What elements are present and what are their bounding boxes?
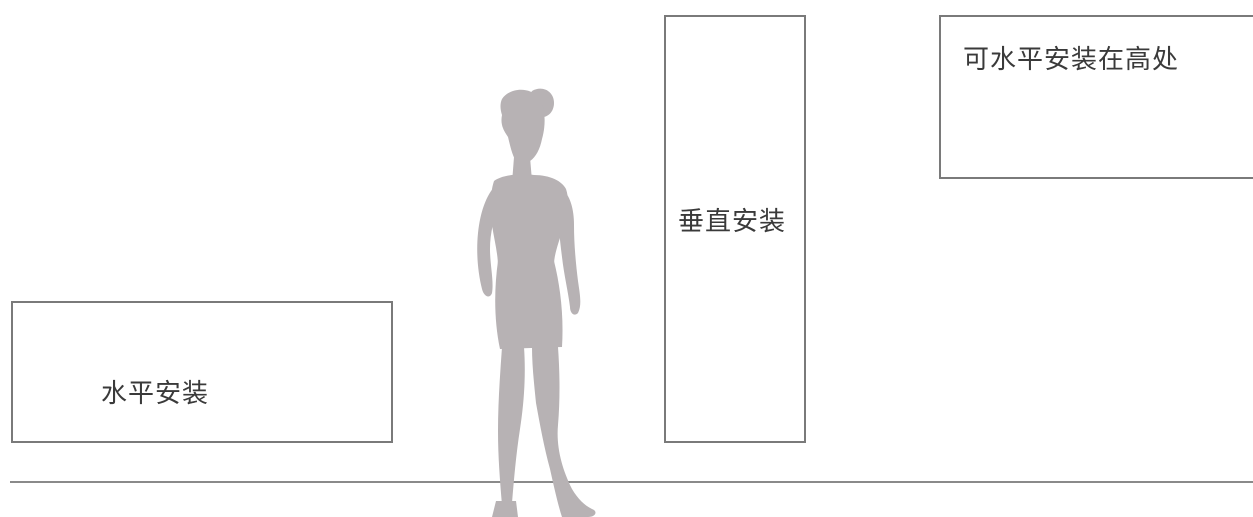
high-horizontal-install-label: 可水平安装在高处 — [963, 45, 1180, 75]
horizontal-install-panel: 水平安装 — [11, 301, 393, 443]
vertical-install-label: 垂直安装 — [678, 207, 787, 237]
floor-line — [10, 481, 1253, 483]
high-horizontal-install-panel: 可水平安装在高处 — [939, 15, 1253, 179]
horizontal-install-label: 水平安装 — [101, 379, 210, 409]
vertical-install-panel: 垂直安装 — [664, 15, 806, 443]
woman-silhouette-icon — [477, 88, 596, 517]
